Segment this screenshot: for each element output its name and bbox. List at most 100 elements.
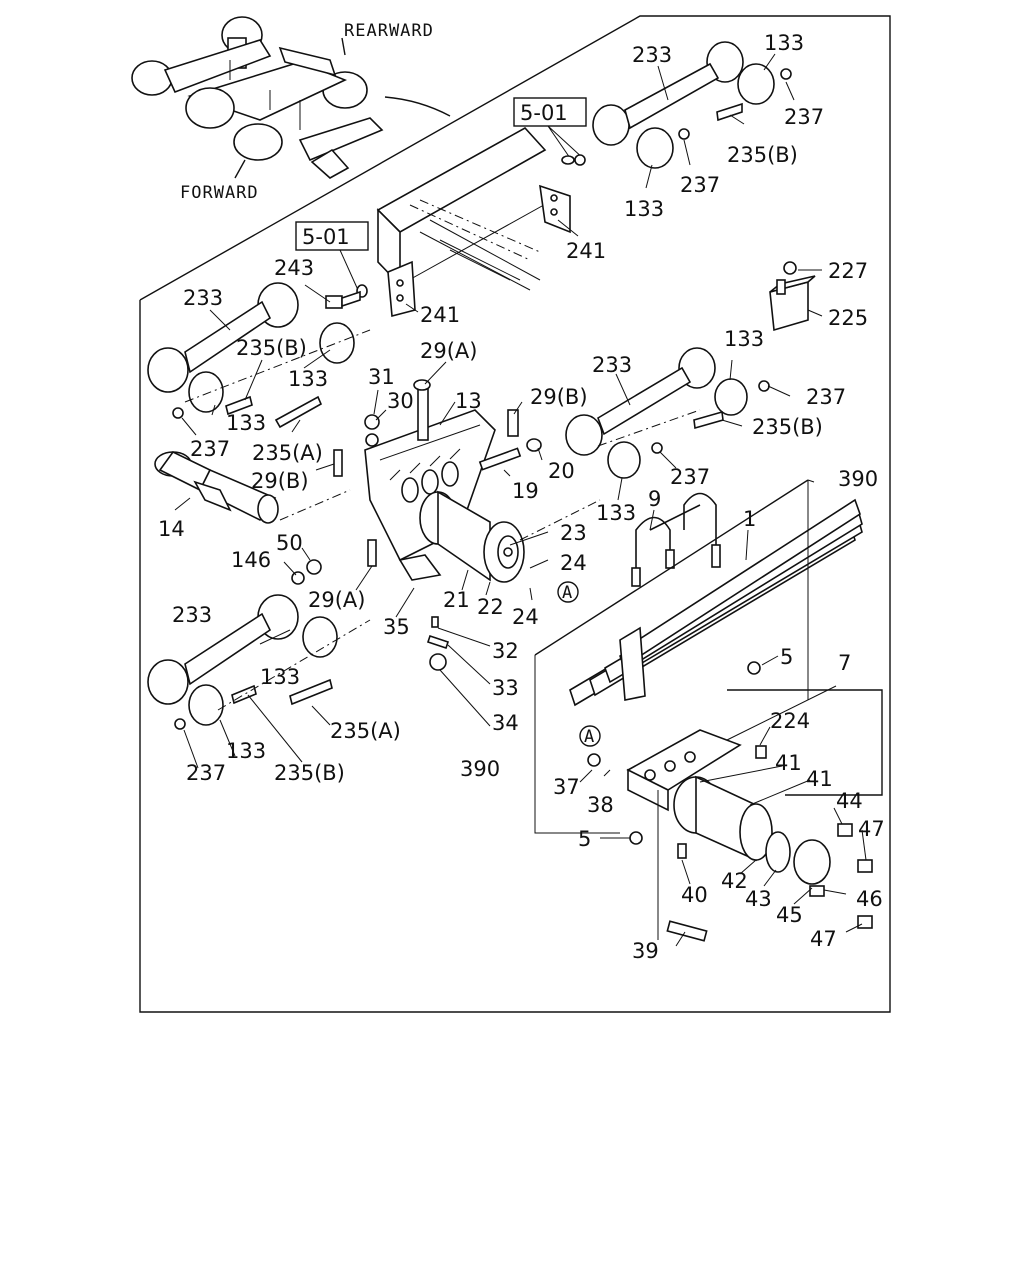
label-237-mid[interactable]: 237: [806, 385, 846, 409]
label-42[interactable]: 42: [721, 869, 748, 893]
label-41-b[interactable]: 41: [806, 767, 833, 791]
label-133-upleft2[interactable]: 133: [226, 411, 266, 435]
label-237-upleft[interactable]: 237: [190, 437, 230, 461]
label-14[interactable]: 14: [158, 517, 185, 541]
label-235a-low[interactable]: 235(A): [330, 719, 401, 743]
ref-box-left-label: 5-01: [302, 225, 350, 249]
label-47-a[interactable]: 47: [858, 817, 885, 841]
label-24-b[interactable]: 24: [512, 605, 539, 629]
label-133-low2[interactable]: 133: [226, 739, 266, 763]
label-29a-low[interactable]: 29(A): [308, 588, 365, 612]
label-33[interactable]: 33: [492, 676, 519, 700]
label-235b-top[interactable]: 235(B): [727, 143, 798, 167]
label-233-upleft[interactable]: 233: [183, 286, 223, 310]
frame-rail: [376, 126, 561, 291]
label-133-upleft[interactable]: 133: [288, 367, 328, 391]
label-22[interactable]: 22: [477, 595, 504, 619]
part-32: [431, 616, 439, 628]
bracket-241-left: [325, 260, 416, 318]
part-33: [426, 634, 450, 650]
diagram-frame: [139, 15, 891, 1013]
trunnion-hub: [419, 438, 542, 583]
label-21[interactable]: 21: [443, 588, 470, 612]
label-225[interactable]: 225: [828, 306, 868, 330]
label-9[interactable]: 9: [648, 487, 661, 511]
label-44[interactable]: 44: [836, 789, 863, 813]
label-38[interactable]: 38: [587, 793, 614, 817]
label-43[interactable]: 43: [745, 887, 772, 911]
trunnion-shaft: [154, 450, 279, 524]
label-237-mid2[interactable]: 237: [670, 465, 710, 489]
part-34: [429, 653, 447, 671]
orientation-inset: [131, 16, 451, 179]
label-46[interactable]: 46: [856, 887, 883, 911]
marker-a-right-label: A: [562, 583, 573, 603]
ref-box-top[interactable]: [513, 97, 587, 127]
marker-a-lower-label: A: [584, 727, 595, 747]
label-224[interactable]: 224: [770, 709, 810, 733]
label-35[interactable]: 35: [383, 615, 410, 639]
label-19[interactable]: 19: [512, 479, 539, 503]
label-7[interactable]: 7: [838, 651, 851, 675]
label-241-left[interactable]: 241: [420, 303, 460, 327]
label-39[interactable]: 39: [632, 939, 659, 963]
leaf-spring: [569, 498, 863, 707]
label-31[interactable]: 31: [368, 365, 395, 389]
label-37[interactable]: 37: [553, 775, 580, 799]
marker-a-right[interactable]: [557, 581, 579, 603]
label-13[interactable]: 13: [455, 389, 482, 413]
label-233-low[interactable]: 233: [172, 603, 212, 627]
label-29b-right[interactable]: 29(B): [530, 385, 588, 409]
label-29a-top[interactable]: 29(A): [420, 339, 477, 363]
label-237-top[interactable]: 237: [784, 105, 824, 129]
label-47-b[interactable]: 47: [810, 927, 837, 951]
label-30[interactable]: 30: [387, 389, 414, 413]
label-235b-mid[interactable]: 235(B): [752, 415, 823, 439]
marker-a-lower[interactable]: [579, 725, 601, 747]
label-133-mid[interactable]: 133: [724, 327, 764, 351]
ref-box-top-label: 5-01: [520, 101, 568, 125]
rearward-label: REARWARD: [344, 21, 434, 41]
label-45[interactable]: 45: [776, 903, 803, 927]
label-23[interactable]: 23: [560, 521, 587, 545]
label-227[interactable]: 227: [828, 259, 868, 283]
label-24-a[interactable]: 24: [560, 551, 587, 575]
label-235a-upleft[interactable]: 235(A): [252, 441, 323, 465]
label-34[interactable]: 34: [492, 711, 519, 735]
label-235b-upleft[interactable]: 235(B): [236, 336, 307, 360]
label-390-top[interactable]: 390: [838, 467, 878, 491]
bump-stopper: [769, 261, 816, 332]
forward-label: FORWARD: [180, 183, 259, 203]
label-133-top2[interactable]: 133: [624, 197, 664, 221]
torque-rod-mid-right: [565, 347, 770, 479]
label-50[interactable]: 50: [276, 531, 303, 555]
label-390-low[interactable]: 390: [460, 757, 500, 781]
label-133-mid2[interactable]: 133: [596, 501, 636, 525]
label-32[interactable]: 32: [492, 639, 519, 663]
ref-box-left[interactable]: [295, 221, 369, 251]
label-1[interactable]: 1: [743, 507, 756, 531]
label-133-top[interactable]: 133: [764, 31, 804, 55]
label-233-top[interactable]: 233: [632, 43, 672, 67]
label-5-low[interactable]: 5: [578, 827, 591, 851]
u-bolts: [631, 492, 721, 587]
label-241-top[interactable]: 241: [566, 239, 606, 263]
label-237-low[interactable]: 237: [186, 761, 226, 785]
label-29b-left[interactable]: 29(B): [251, 469, 309, 493]
callout-labels: 233 133 237 235(B) 237 133 241 243 241 2…: [158, 31, 885, 963]
label-20[interactable]: 20: [548, 459, 575, 483]
label-40[interactable]: 40: [681, 883, 708, 907]
leader-lines: [174, 53, 867, 947]
part-50: [306, 559, 322, 575]
label-233-mid[interactable]: 233: [592, 353, 632, 377]
label-235b-low[interactable]: 235(B): [274, 761, 345, 785]
torque-rod-top-right: [592, 41, 792, 169]
label-41-a[interactable]: 41: [775, 751, 802, 775]
label-5-top[interactable]: 5: [780, 645, 793, 669]
label-133-low[interactable]: 133: [260, 665, 300, 689]
label-146[interactable]: 146: [231, 548, 271, 572]
part-146: [291, 571, 305, 585]
label-243[interactable]: 243: [274, 256, 314, 280]
label-237-top2[interactable]: 237: [680, 173, 720, 197]
